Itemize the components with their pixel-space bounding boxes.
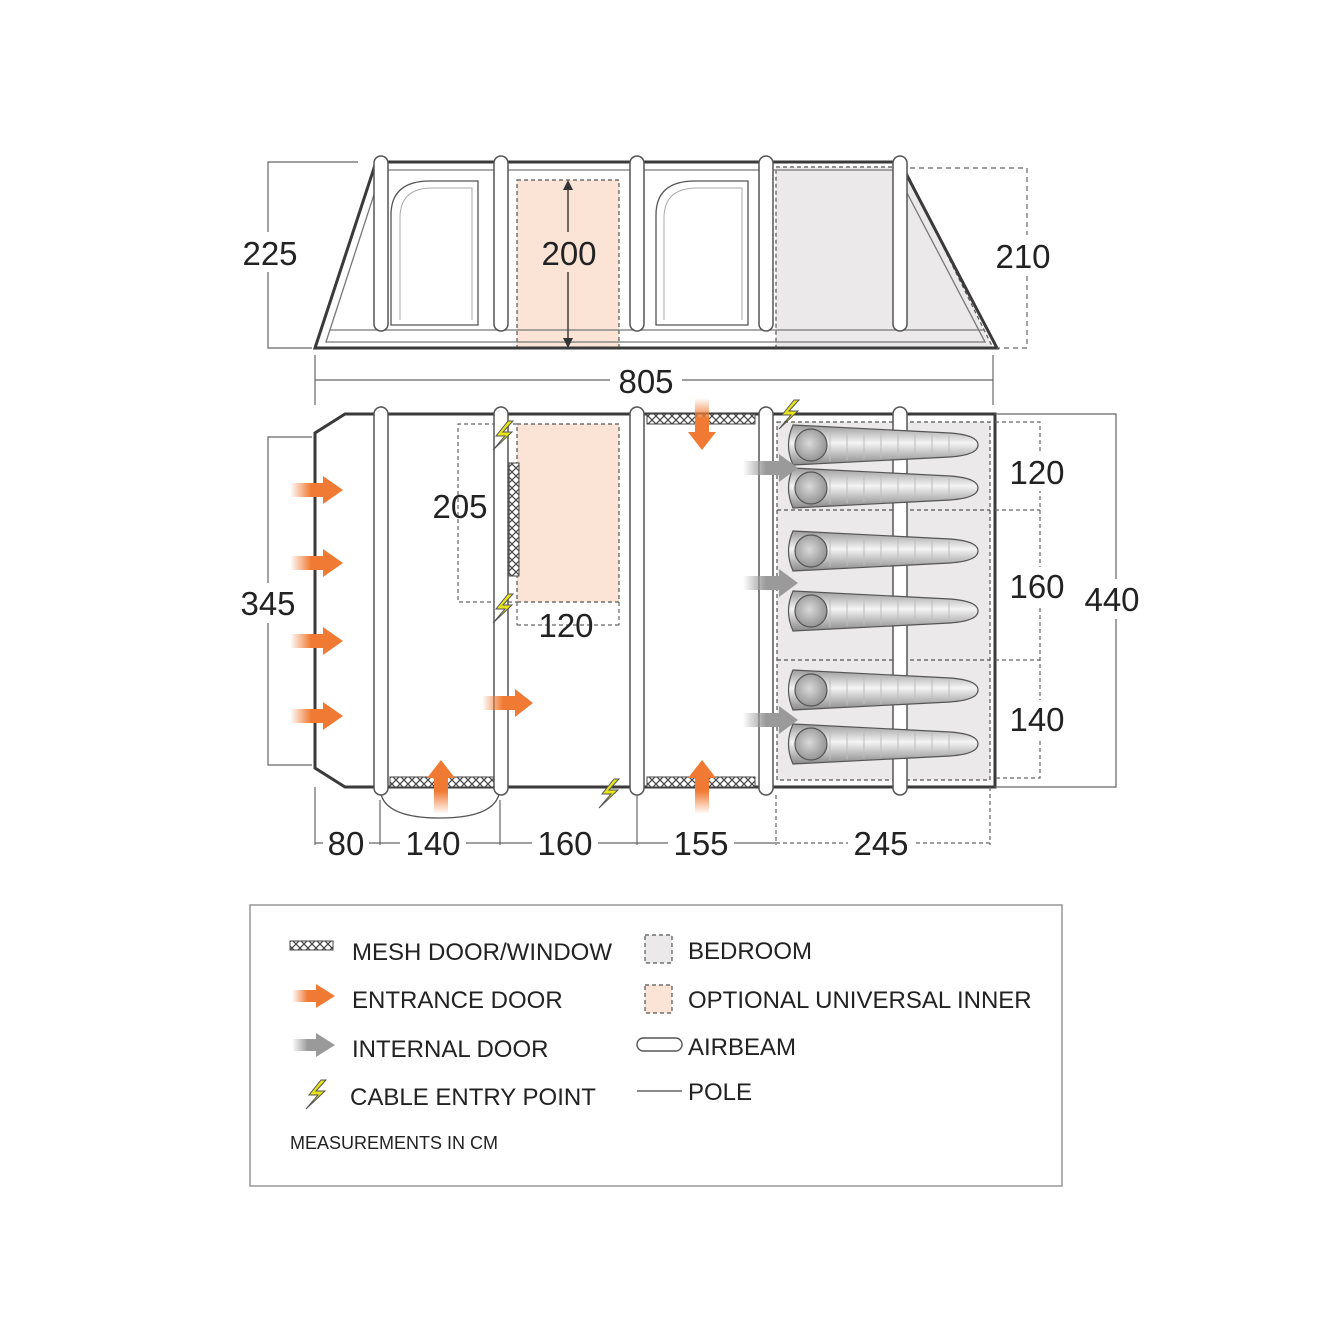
entrance-arrow-icon (292, 984, 335, 1008)
dim-total-width: 440 (1084, 581, 1139, 618)
dim-segment-5: 245 (853, 825, 908, 862)
mesh-window-inner (508, 462, 520, 577)
dim-side-height-left: 225 (242, 235, 297, 272)
dim-bedroom-1: 120 (1009, 454, 1064, 491)
side-window-right (655, 180, 749, 326)
dim-bedroom-2: 160 (1009, 568, 1064, 605)
entrance-arrow (427, 760, 455, 814)
dim-segment-2: 140 (405, 825, 460, 862)
dim-living-depth: 345 (240, 585, 295, 622)
sleeping-bag-icon (787, 590, 979, 632)
legend-label-inner: OPTIONAL UNIVERSAL INNER (688, 987, 1032, 1014)
dim-inner-length: 205 (432, 488, 487, 525)
lightning-icon (305, 1079, 328, 1110)
legend-label-cable: CABLE ENTRY POINT (350, 1084, 596, 1111)
internal-arrow (743, 569, 798, 597)
legend-note: MEASUREMENTS IN CM (290, 1133, 498, 1153)
lightning-icon (778, 399, 801, 430)
entrance-arrow (688, 760, 716, 814)
entrance-arrow (688, 398, 716, 450)
sleeping-bag-icon (787, 530, 979, 572)
sleeping-bag-icon (787, 669, 979, 711)
entrance-arrow (290, 627, 343, 655)
sleeping-bags (787, 424, 979, 765)
inner-swatch-icon (644, 984, 673, 1014)
porch-door-arc (379, 786, 501, 819)
side-bedroom-area (775, 166, 994, 349)
legend-label-internal: INTERNAL DOOR (352, 1036, 548, 1063)
entrance-arrows (290, 398, 716, 814)
plan-airbeams (373, 406, 908, 796)
entrance-arrow (290, 702, 343, 730)
dim-inner-width: 120 (538, 607, 593, 644)
entrance-arrow (290, 549, 343, 577)
legend: MESH DOOR/WINDOW ENTRANCE DOOR INTERNAL … (249, 904, 1063, 1187)
legend-label-entrance: ENTRANCE DOOR (352, 987, 563, 1014)
dim-segment-4: 155 (673, 825, 728, 862)
legend-label-pole: POLE (688, 1079, 752, 1106)
internal-arrow (743, 454, 798, 482)
internal-arrow (743, 706, 798, 734)
dim-side-height-right: 210 (995, 238, 1050, 275)
dimension-labels: 225 200 210 805 345 205 120 120 160 140 … (240, 235, 1139, 862)
legend-label-bedroom: BEDROOM (688, 938, 812, 965)
side-airbeams (373, 155, 908, 332)
mesh-icon (289, 940, 334, 951)
legend-label-mesh: MESH DOOR/WINDOW (352, 939, 612, 966)
entrance-arrow (290, 476, 343, 504)
internal-arrow-icon (292, 1033, 335, 1057)
dim-segment-1: 80 (328, 825, 365, 862)
sleeping-bag-icon (787, 424, 979, 466)
lightning-icon (492, 593, 515, 624)
side-elevation (235, 155, 1060, 350)
internal-arrows (743, 454, 798, 734)
sleeping-bag-icon (787, 723, 979, 765)
floor-plan (235, 398, 1150, 861)
legend-label-airbeam: AIRBEAM (688, 1034, 796, 1061)
dim-segment-3: 160 (537, 825, 592, 862)
entrance-arrow (482, 689, 533, 717)
dim-bedroom-3: 140 (1009, 701, 1064, 738)
dim-inner-height: 200 (541, 235, 596, 272)
side-window-left (390, 180, 479, 326)
lightning-icon (598, 778, 621, 809)
dim-total-length: 805 (618, 363, 673, 400)
cable-entry-points (492, 399, 801, 809)
sleeping-bag-icon (787, 467, 979, 509)
airbeam-icon (636, 1037, 683, 1052)
lightning-icon (492, 420, 515, 451)
length-dimension (314, 355, 994, 405)
plan-inner-area (516, 423, 620, 603)
bedroom-swatch-icon (644, 934, 673, 964)
